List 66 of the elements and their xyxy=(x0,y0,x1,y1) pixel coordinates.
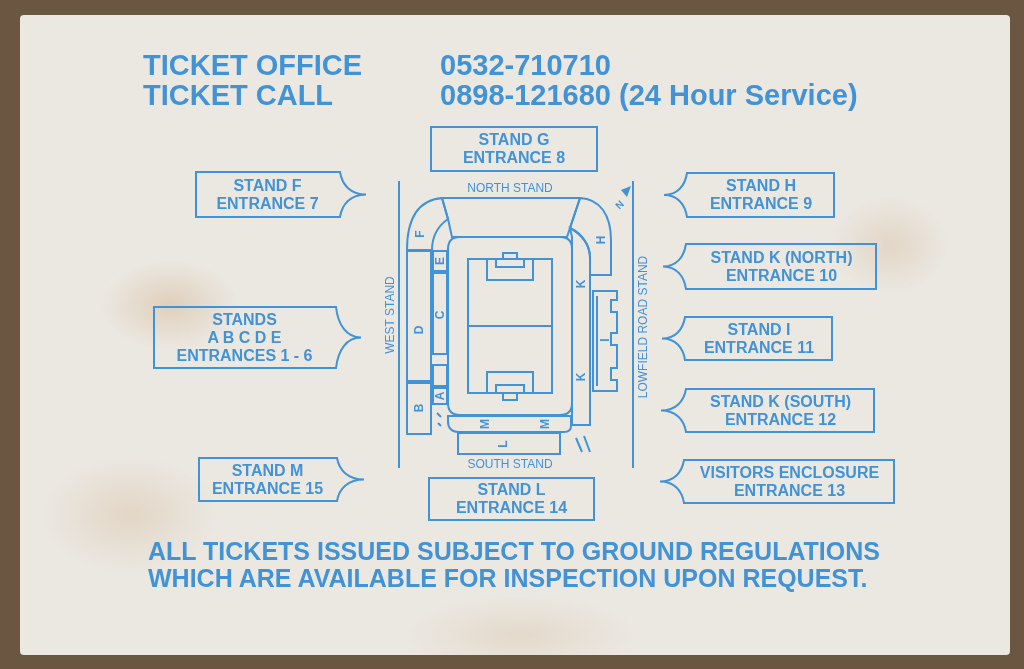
compass-letter: N xyxy=(613,198,627,212)
contact-label: TICKET OFFICE xyxy=(143,51,363,80)
callout-text: STAND F xyxy=(233,176,302,195)
stand-letter: A xyxy=(434,391,446,401)
callout-text: ENTRANCE 11 xyxy=(703,338,815,357)
stand-section xyxy=(431,363,449,388)
callout-text: STAND M xyxy=(231,461,304,480)
stand-section xyxy=(431,271,449,356)
callout-text: ENTRANCE 12 xyxy=(724,410,837,429)
callout-text: STAND G xyxy=(478,131,550,149)
callout-text: STAND K (SOUTH) xyxy=(710,392,851,411)
callout-text: STAND K (NORTH) xyxy=(710,248,853,267)
stand-name-label: SOUTH STAND xyxy=(467,458,553,470)
callout-text: STAND I xyxy=(727,320,791,339)
callout-text: ENTRANCE 14 xyxy=(455,499,568,517)
stand-section xyxy=(440,196,582,239)
phone-number: 0532-710710 xyxy=(440,51,611,80)
callout-text: ENTRANCE 7 xyxy=(216,194,319,213)
stand-letter: F xyxy=(414,230,426,238)
callout-text: ENTRANCE 15 xyxy=(211,479,324,498)
stand-letter: H xyxy=(595,235,607,245)
stand-name-label: WEST STAND xyxy=(384,276,396,354)
stand-letter: C xyxy=(434,310,446,320)
callout-text: VISITORS ENCLOSURE xyxy=(699,463,880,482)
stand-letter: L xyxy=(497,440,509,448)
stand-letter: K xyxy=(575,372,587,382)
callout-text: ENTRANCE 10 xyxy=(725,266,838,285)
stand-section xyxy=(405,196,450,252)
entrance-callout xyxy=(659,459,895,504)
stand-section xyxy=(446,414,573,434)
entrance-callout xyxy=(662,243,877,290)
entrance-callout xyxy=(428,477,595,521)
stand-letter: D xyxy=(413,325,425,335)
callout-text: STAND H xyxy=(726,177,796,195)
callout-text: STAND L xyxy=(477,481,546,499)
stand-section xyxy=(405,381,433,436)
entrance-callout xyxy=(430,126,598,172)
stand-name-label: LOWFIELD ROAD STAND xyxy=(637,255,649,399)
callout-text: ENTRANCE 8 xyxy=(462,149,566,167)
contact-label: TICKET CALL xyxy=(143,81,334,110)
callout-text: ENTRANCE 9 xyxy=(709,195,813,213)
callout-text: A B C D E xyxy=(207,328,282,347)
stand-section xyxy=(431,386,449,406)
stand-section xyxy=(456,431,562,456)
stand-letter: K xyxy=(575,279,587,289)
entrance-callout xyxy=(153,306,362,369)
entrance-callout xyxy=(195,171,367,218)
entrance-callout xyxy=(663,172,835,218)
callout-text: ENTRANCES 1 - 6 xyxy=(176,346,313,365)
stand-section xyxy=(431,249,449,273)
notice-text: ALL TICKETS ISSUED SUBJECT TO GROUND REGULATIONS WHICH ARE AVAILABLE FOR INSPECTION UPON REQUEST. xyxy=(148,538,881,592)
stand-section xyxy=(591,289,619,393)
stand-letter: M xyxy=(539,419,551,429)
callout-text: STANDS xyxy=(212,310,277,329)
stand-section xyxy=(568,226,592,427)
stand-name-label: NORTH STAND xyxy=(467,182,553,194)
stand-section xyxy=(405,249,433,383)
phone-number: 0898-121680 (24 Hour Service) xyxy=(440,81,858,110)
callout-text: ENTRANCE 13 xyxy=(733,481,846,500)
stand-letter: B xyxy=(413,403,425,413)
stand-letter: M xyxy=(479,419,491,429)
stand-letter: E xyxy=(434,257,446,265)
entrance-callout xyxy=(660,388,875,433)
entrance-callout xyxy=(198,457,365,502)
stand-letter: I xyxy=(599,338,611,342)
entrance-callout xyxy=(661,316,833,361)
